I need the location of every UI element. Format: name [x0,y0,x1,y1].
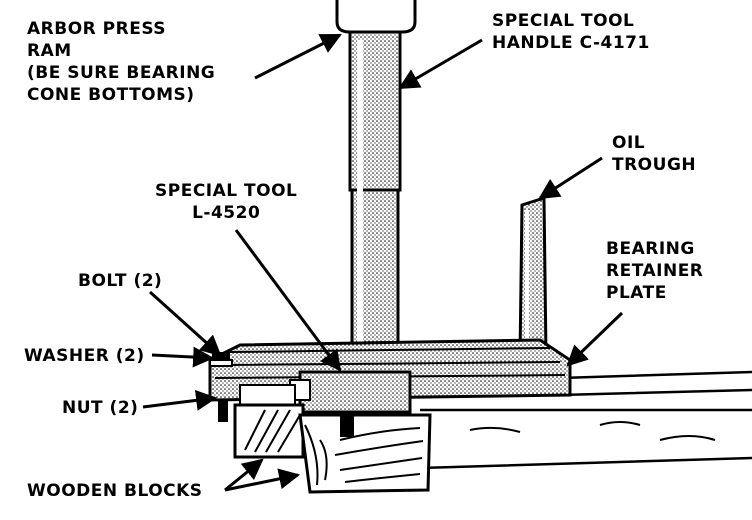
label-line: SPECIAL TOOL [492,11,635,31]
work-table [419,370,752,470]
label-line: NUT (2) [62,398,139,418]
label-washer: WASHER (2) [24,345,145,367]
label-line: BEARING [606,239,695,259]
arrow-special-tool-l4520 [234,229,342,372]
oil-trough [518,195,548,360]
arrow-wooden-blocks-2 [224,468,301,492]
label-line: ARBOR PRESS [27,19,167,39]
label-line: PLATE [606,283,667,303]
label-oil-trough: OIL TROUGH [612,132,696,176]
arrow-washer [151,346,215,368]
arrow-bearing-retainer-plate [566,311,624,367]
arrow-wooden-blocks-1 [224,458,264,492]
arrow-arbor-press-ram [254,33,342,80]
label-special-tool-l4520: SPECIAL TOOL L-4520 [155,180,297,224]
arrow-nut [142,389,218,411]
leader-lines [142,33,624,492]
label-line: RETAINER [606,261,704,281]
special-tool-handle [348,30,402,367]
label-line: BOLT (2) [78,271,163,291]
label-line: WOODEN BLOCKS [27,481,203,501]
label-line: RAM [27,41,72,61]
label-wooden-blocks: WOODEN BLOCKS [27,480,203,502]
label-line: WASHER (2) [24,346,145,366]
bearing-retainer-plate [208,338,572,414]
label-bearing-retainer-plate: BEARING RETAINER PLATE [606,238,703,304]
label-line: SPECIAL TOOL [155,181,298,201]
label-line: HANDLE C-4171 [492,33,650,53]
label-bolt: BOLT (2) [78,270,162,292]
label-special-tool-handle: SPECIAL TOOL HANDLE C-4171 [492,10,650,54]
arrow-bolt [148,290,222,357]
label-line: TROUGH [612,155,697,175]
label-line: CONE BOTTOMS) [27,85,195,105]
arbor-press-ram [335,0,417,34]
arrow-special-tool-handle [398,38,483,90]
arrow-oil-trough [538,156,603,200]
wooden-blocks [233,403,432,494]
label-line: (BE SURE BEARING [27,63,216,83]
label-line: L-4520 [192,203,261,223]
label-arbor-press-ram: ARBOR PRESS RAM (BE SURE BEARING CONE BO… [27,18,215,106]
label-nut: NUT (2) [62,397,138,419]
label-line: OIL [612,133,646,153]
